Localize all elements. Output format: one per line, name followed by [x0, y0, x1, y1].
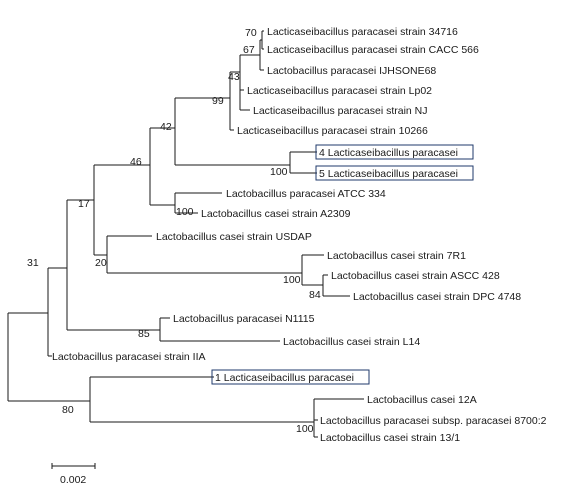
taxon-label: 4 Lacticaseibacillus paracasei — [319, 147, 458, 159]
bootstrap-value: 70 — [245, 27, 257, 39]
bootstrap-value: 99 — [212, 95, 224, 107]
bootstrap-value: 84 — [309, 289, 321, 301]
taxon-label: Lacticaseibacillus paracasei strain 1026… — [237, 125, 428, 137]
taxon-label: Lactobacillus casei strain 7R1 — [327, 250, 466, 262]
taxon-label: Lactobacillus paracasei N1115 — [173, 313, 315, 325]
taxon-label: Lacticaseibacillus paracasei strain 3471… — [267, 26, 458, 38]
taxon-label: Lactobacillus paracasei strain IIA — [52, 351, 206, 363]
taxon-label: Lactobacillus casei 12A — [367, 394, 477, 406]
bootstrap-value: 31 — [27, 257, 39, 269]
bootstrap-value: 42 — [160, 121, 172, 133]
bootstrap-value: 43 — [228, 71, 240, 83]
taxon-label: Lactobacillus paracasei IJHSONE68 — [267, 65, 436, 77]
bootstrap-value: 100 — [296, 423, 314, 435]
highlight-box-t8 — [315, 165, 474, 181]
highlight-box-t18 — [211, 369, 370, 385]
taxon-label: Lacticaseibacillus paracasei strain Lp02 — [247, 85, 432, 97]
bootstrap-value: 100 — [270, 166, 288, 178]
taxon-label: Lactobacillus casei strain A2309 — [201, 208, 351, 220]
taxon-label: 1 Lacticaseibacillus paracasei — [215, 372, 354, 384]
bootstrap-value: 85 — [138, 328, 150, 340]
taxon-label: Lactobacillus casei strain USDAP — [156, 231, 312, 243]
bootstrap-values: 70 67 43 99 42 100 46 100 17 84 100 20 8… — [27, 27, 321, 435]
scale-bar: 0.002 — [51, 463, 96, 486]
taxon-label: Lacticaseibacillus paracasei strain CACC… — [267, 44, 479, 56]
taxon-label: Lactobacillus casei strain ASCC 428 — [331, 270, 500, 282]
bootstrap-value: 46 — [130, 156, 142, 168]
taxon-label: 5 Lacticaseibacillus paracasei — [319, 168, 458, 180]
bootstrap-value: 67 — [243, 44, 255, 56]
tree-branches — [7, 30, 364, 438]
taxon-label: Lacticaseibacillus paracasei strain NJ — [253, 105, 428, 117]
highlight-boxes — [211, 144, 474, 385]
taxon-label: Lactobacillus paracasei subsp. paracasei… — [320, 415, 547, 427]
scale-bar-label: 0.002 — [60, 474, 86, 486]
taxon-label: Lactobacillus casei strain 13/1 — [320, 432, 460, 444]
taxon-label: Lactobacillus paracasei ATCC 334 — [226, 188, 386, 200]
bootstrap-value: 20 — [95, 257, 107, 269]
taxon-label: Lactobacillus casei strain L14 — [283, 336, 420, 348]
highlight-box-t7 — [315, 144, 474, 160]
bootstrap-value: 100 — [283, 274, 301, 286]
bootstrap-value: 17 — [78, 198, 90, 210]
taxon-label: Lactobacillus casei strain DPC 4748 — [353, 291, 521, 303]
bootstrap-value: 100 — [176, 206, 194, 218]
bootstrap-value: 80 — [62, 404, 74, 416]
taxon-labels: Lacticaseibacillus paracasei strain 3471… — [52, 26, 547, 444]
